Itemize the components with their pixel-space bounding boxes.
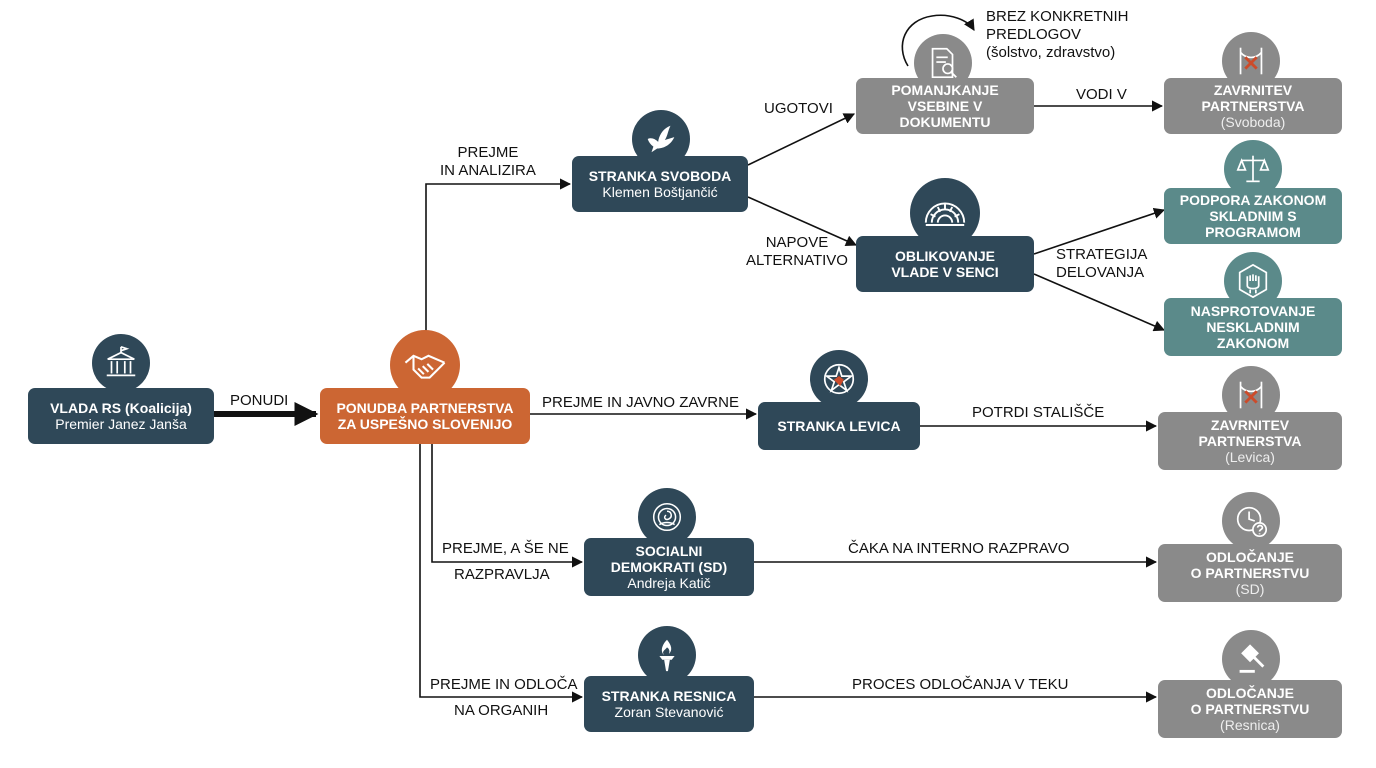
parliament-building-icon (92, 334, 150, 392)
edge-label-caka: ČAKA NA INTERNO RAZPRAVO (848, 540, 1070, 557)
node-title: ZAVRNITEV PARTNERSTVA (1201, 82, 1305, 114)
edge-label-strategija: STRATEGIJA DELOVANJA (1056, 246, 1148, 281)
node-nasprotovanje[interactable]: NASPROTOVANJE NESKLADNIM ZAKONOM (1164, 298, 1342, 356)
node-title: VLADA RS (Koalicija) (50, 400, 192, 416)
torch-icon (638, 626, 696, 684)
node-title: OBLIKOVANJE VLADE V SENCI (891, 248, 999, 280)
node-zavrnitev-svoboda[interactable]: ZAVRNITEV PARTNERSTVA (Svoboda) (1164, 78, 1342, 134)
node-odlocanje-resnica[interactable]: ODLOČANJE O PARTNERSTVU (Resnica) (1158, 680, 1342, 738)
node-ponudba[interactable]: PONUDBA PARTNERSTVA ZA USPEŠNO SLOVENIJO (320, 388, 530, 444)
node-svoboda[interactable]: STRANKA SVOBODA Klemen Boštjančić (572, 156, 748, 212)
edge-label-ponudi: PONUDI (230, 392, 289, 409)
edge-label-napove: NAPOVE ALTERNATIVO (746, 234, 848, 269)
node-title: ODLOČANJE O PARTNERSTVU (1190, 549, 1310, 581)
gavel-icon (1222, 630, 1280, 688)
node-subtitle: Premier Janez Janša (55, 416, 187, 432)
node-vlada[interactable]: VLADA RS (Koalicija) Premier Janez Janša (28, 388, 214, 444)
node-title: ODLOČANJE O PARTNERSTVU (1190, 685, 1310, 717)
edge-ugotovi (747, 113, 856, 166)
node-title: NASPROTOVANJE NESKLADNIM ZAKONOM (1190, 303, 1316, 351)
edge-prejme-odloca (419, 444, 584, 703)
edge-label-potrdi: POTRDI STALIŠČE (972, 404, 1105, 421)
node-title: STRANKA SVOBODA (588, 168, 732, 184)
node-oblikovanje[interactable]: OBLIKOVANJE VLADE V SENCI (856, 236, 1034, 292)
edge-napove (747, 196, 858, 247)
node-subtitle: Zoran Stevanović (614, 704, 724, 720)
edge-prejme-analizira (425, 178, 572, 332)
node-levica[interactable]: STRANKA LEVICA (758, 402, 920, 450)
node-podpora[interactable]: PODPORA ZAKONOM SKLADNIM S PROGRAMOM (1164, 188, 1342, 244)
edge-self-loop (901, 14, 975, 67)
node-title: SOCIALNI DEMOKRATI (SD) (610, 543, 728, 575)
edge-label-prejme-ne-razpravlja-2: RAZPRAVLJA (454, 566, 550, 583)
node-zavrnitev-levica[interactable]: ZAVRNITEV PARTNERSTVA (Levica) (1158, 412, 1342, 470)
edge-label-prejme-zavrne: PREJME IN JAVNO ZAVRNE (542, 394, 739, 411)
node-subtitle: Klemen Boštjančić (602, 184, 718, 200)
edge-prejme-ne-razpravlja (431, 444, 584, 568)
node-title: PODPORA ZAKONOM SKLADNIM S PROGRAMOM (1179, 192, 1327, 240)
edge-label-ugotovi: UGOTOVI (764, 100, 833, 117)
edge-label-prejme-ne-razpravlja-1: PREJME, A ŠE NE (442, 540, 569, 557)
node-title: PONUDBA PARTNERSTVA ZA USPEŠNO SLOVENIJO (336, 400, 514, 432)
node-title: ZAVRNITEV PARTNERSTVA (1198, 417, 1302, 449)
edge-label-proces: PROCES ODLOČANJA V TEKU (852, 676, 1069, 693)
node-resnica[interactable]: STRANKA RESNICA Zoran Stevanović (584, 676, 754, 732)
red-star-icon (810, 350, 868, 408)
clock-question-icon (1222, 492, 1280, 550)
node-odlocanje-sd[interactable]: ODLOČANJE O PARTNERSTVU (SD) (1158, 544, 1342, 602)
edge-label-prejme-odloca-2: NA ORGANIH (454, 702, 549, 719)
node-subtitle: (Levica) (1225, 449, 1275, 465)
node-sd[interactable]: SOCIALNI DEMOKRATI (SD) Andreja Katič (584, 538, 754, 596)
edge-label-vodi-v: VODI V (1076, 86, 1127, 103)
node-subtitle: (SD) (1235, 581, 1265, 597)
node-title: STRANKA RESNICA (601, 688, 737, 704)
node-title: POMANJKANJE VSEBINE V DOKUMENTU (891, 82, 999, 130)
edge-strategija-nasprotovanje (1033, 273, 1166, 332)
rose-icon (638, 488, 696, 546)
node-subtitle: (Resnica) (1220, 717, 1280, 733)
edge-label-prejme-analizira: PREJME IN ANALIZIRA (440, 144, 536, 179)
edge-label-brez-predlogov: BREZ KONKRETNIH PREDLOGOV (šolstvo, zdra… (986, 8, 1129, 61)
node-subtitle: Andreja Katič (627, 575, 711, 591)
node-title: STRANKA LEVICA (777, 418, 901, 434)
edge-strategija-podpora (1033, 207, 1166, 255)
edge-label-prejme-odloca-1: PREJME IN ODLOČA (430, 676, 578, 693)
node-pomanjkanje[interactable]: POMANJKANJE VSEBINE V DOKUMENTU (856, 78, 1034, 134)
node-subtitle: (Svoboda) (1220, 114, 1286, 130)
